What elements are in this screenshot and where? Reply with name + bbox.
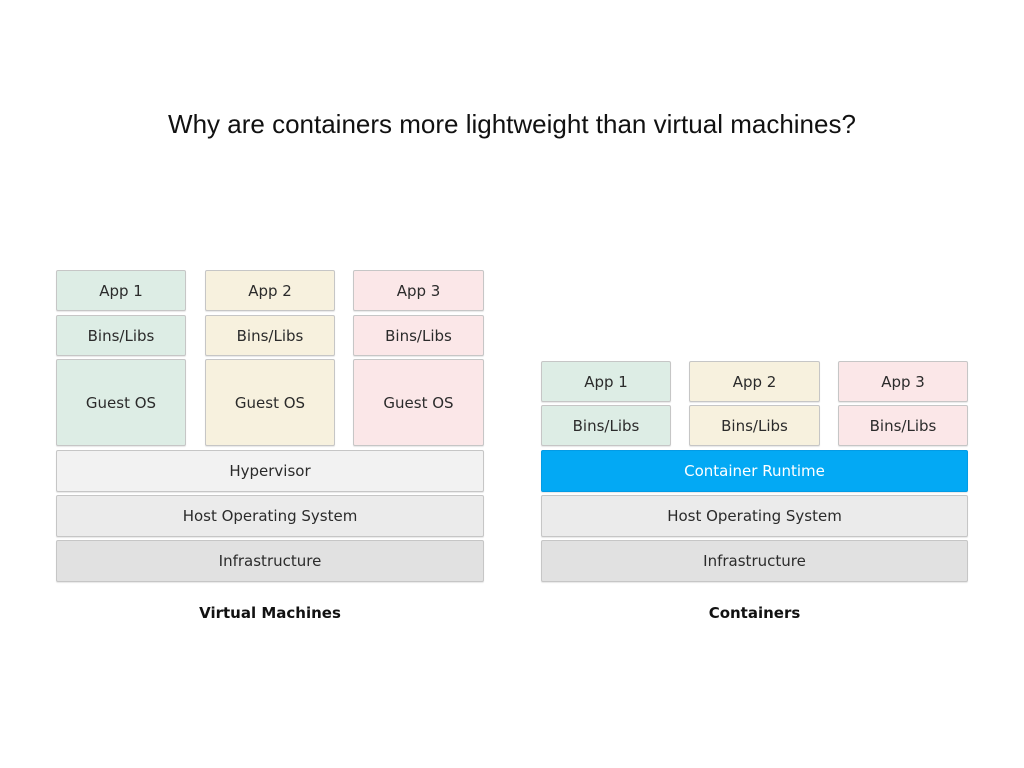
containers-caption: Containers	[708, 604, 801, 622]
vm-app-1: App 1	[56, 270, 186, 311]
container-host-os: Host Operating System	[541, 495, 968, 537]
container-bins-libs-3: Bins/Libs	[838, 405, 968, 446]
container-app-3: App 3	[838, 361, 968, 402]
vm-guest-os-2: Guest OS	[205, 359, 335, 446]
vm-app-3: App 3	[353, 270, 484, 311]
vm-bins-libs-2: Bins/Libs	[205, 315, 335, 356]
vm-hypervisor: Hypervisor	[56, 450, 484, 492]
container-infrastructure: Infrastructure	[541, 540, 968, 582]
vm-bins-libs-1: Bins/Libs	[56, 315, 186, 356]
vm-caption: Virtual Machines	[199, 604, 341, 622]
vm-infrastructure: Infrastructure	[56, 540, 484, 582]
container-app-1: App 1	[541, 361, 671, 402]
container-bins-libs-1: Bins/Libs	[541, 405, 671, 446]
container-app-2: App 2	[689, 361, 820, 402]
vm-app-2: App 2	[205, 270, 335, 311]
vm-host-os: Host Operating System	[56, 495, 484, 537]
vm-guest-os-3: Guest OS	[353, 359, 484, 446]
container-bins-libs-2: Bins/Libs	[689, 405, 820, 446]
vm-guest-os-1: Guest OS	[56, 359, 186, 446]
container-runtime: Container Runtime	[541, 450, 968, 492]
slide-title: Why are containers more lightweight than…	[168, 109, 856, 139]
vm-bins-libs-3: Bins/Libs	[353, 315, 484, 356]
